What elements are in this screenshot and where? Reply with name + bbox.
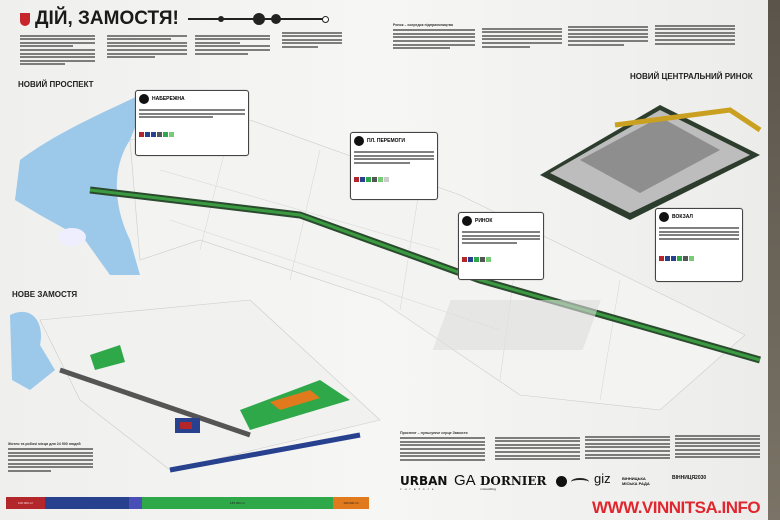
wall-background xyxy=(768,0,780,520)
area-bar-hotels xyxy=(129,497,142,509)
intro-text xyxy=(107,33,187,60)
partner-logo-circle xyxy=(556,476,567,487)
timeline xyxy=(187,13,329,25)
logo-vinnytsia-2030: ВІННИЦЯ2030 xyxy=(672,475,707,481)
poster-title: ДІЙ, ЗАМОСТЯ! xyxy=(20,8,329,30)
market-model xyxy=(540,105,762,220)
market-text xyxy=(482,26,562,49)
area-bar-infrastructure: 100 000 m² xyxy=(333,497,369,509)
watermark: WWW.VINNITSA.INFO xyxy=(592,498,761,517)
callout-naberezhna[interactable]: НАБЕРЕЖНА xyxy=(135,90,249,156)
prospect-text xyxy=(495,435,580,462)
intro-text xyxy=(195,33,270,56)
infrastructure-block xyxy=(270,390,320,410)
river-water-bottom xyxy=(10,311,55,390)
logo-urban-text: URBAN xyxy=(400,474,448,488)
city-crest-icon xyxy=(20,12,30,26)
marker-icon xyxy=(462,216,472,226)
prospect-greenery xyxy=(89,188,761,362)
prospect-text: Проспект – пульсуюче серце Замостя xyxy=(400,431,485,462)
callout-title: ПЛ. ПЕРЕМОГИ xyxy=(367,138,405,144)
zamostia-prospect xyxy=(59,367,251,438)
zamostia-area xyxy=(39,299,381,471)
market-heading: Ринок – осередок підприємництва xyxy=(393,23,453,27)
callout-rynok[interactable]: РИНОК xyxy=(458,212,544,280)
market-text: Ринок – осередок підприємництва xyxy=(393,23,475,51)
housing-heading: Житло та робочі місця для 24 500 людей xyxy=(8,442,81,446)
title-text: ДІЙ, ЗАМОСТЯ! xyxy=(35,8,179,29)
prospect-text xyxy=(585,434,670,461)
callout-title: НАБЕРЕЖНА xyxy=(152,96,185,102)
logo-dornier-sub: consulting xyxy=(480,487,496,491)
timeline-dot xyxy=(252,13,265,25)
prospect-heading: Проспект – пульсуюче серце Замостя xyxy=(400,431,468,435)
marker-icon xyxy=(139,94,149,104)
callout-title: РИНОК xyxy=(475,218,493,224)
marker-icon xyxy=(659,212,669,222)
prospect-text xyxy=(675,433,760,460)
station-district xyxy=(432,300,601,350)
retail-block xyxy=(180,422,192,429)
market-text xyxy=(655,23,735,46)
market-text xyxy=(568,24,648,47)
housing-text: Житло та робочі місця для 24 500 людей xyxy=(8,442,93,473)
timeline-dot xyxy=(217,16,224,22)
office-strip xyxy=(169,432,361,473)
timeline-dot xyxy=(270,14,281,24)
river-water xyxy=(15,90,150,275)
callout-vokzal[interactable]: ВОКЗАЛ xyxy=(655,208,743,282)
intro-text xyxy=(282,30,342,50)
park-block xyxy=(90,345,125,370)
logo-giz: giz xyxy=(594,471,611,486)
timeline-dot xyxy=(321,16,329,23)
intro-text xyxy=(20,33,95,67)
marker-icon xyxy=(354,136,364,146)
area-bar-housing: 183 000 m² xyxy=(142,497,333,509)
logo-ga: GA xyxy=(454,472,476,489)
logo-dornier-text: DORNIER xyxy=(480,474,547,488)
logo-city-council: ВІННИЦЬКА МІСЬКА РАДА xyxy=(622,476,650,486)
section-new-market: НОВИЙ ЦЕНТРАЛЬНИЙ РИНОК xyxy=(630,72,753,81)
callout-title: ВОКЗАЛ xyxy=(672,214,693,220)
island xyxy=(58,228,86,246)
area-bar-retail: 100 000 m² xyxy=(6,497,45,509)
section-new-prospect: НОВИЙ ПРОСПЕКТ xyxy=(18,80,94,89)
callout-ploshcha-peremohy[interactable]: ПЛ. ПЕРЕМОГИ xyxy=(350,132,438,200)
section-new-zamostia: НОВЕ ЗАМОСТЯ xyxy=(12,290,78,299)
area-bar-offices xyxy=(45,497,129,509)
logo-urban-sub: curators xyxy=(400,487,437,491)
partner-logo-wave xyxy=(571,478,589,486)
